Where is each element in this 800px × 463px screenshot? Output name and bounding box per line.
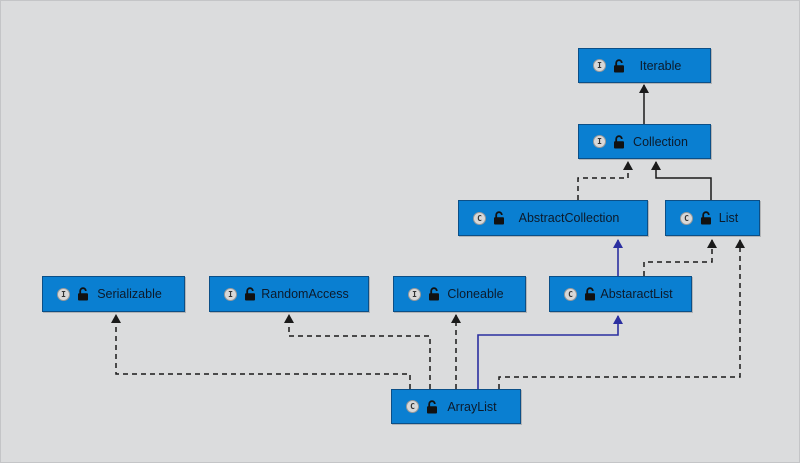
class-badge-icon: C xyxy=(406,400,419,413)
node-abstract-collection[interactable]: C AbstractCollection xyxy=(458,200,648,236)
lock-icon xyxy=(577,287,596,301)
node-label: Iterable xyxy=(639,58,682,73)
edge-array-list-to-serializable xyxy=(115,315,411,389)
node-collection[interactable]: I Collection xyxy=(578,124,711,159)
lock-icon xyxy=(693,211,712,225)
lock-icon xyxy=(70,287,89,301)
class-badge-icon: C xyxy=(473,211,486,225)
node-label: Cloneable xyxy=(447,287,504,301)
node-array-list[interactable]: C ArrayList xyxy=(391,389,521,424)
lock-icon xyxy=(419,399,438,414)
arrowhead-abstract-collection-to-collection xyxy=(623,161,633,170)
node-label: AbstractCollection xyxy=(518,211,620,225)
node-cloneable[interactable]: I Cloneable xyxy=(393,276,526,312)
node-label: List xyxy=(718,211,739,225)
arrowhead-array-list-to-abstract-list xyxy=(613,315,623,324)
interface-badge-icon: I xyxy=(408,287,421,301)
lock-icon xyxy=(486,211,505,225)
node-serializable[interactable]: I Serializable xyxy=(42,276,185,312)
edge-abstract-list-to-list xyxy=(643,240,713,276)
arrowhead-array-list-to-cloneable xyxy=(451,314,461,323)
node-list[interactable]: C List xyxy=(665,200,760,236)
lock-icon xyxy=(606,134,625,149)
lock-icon xyxy=(421,287,440,301)
interface-badge-icon: I xyxy=(224,287,237,301)
arrowhead-array-list-to-random-access xyxy=(284,314,294,323)
arrowhead-abstract-list-to-abstract-collection xyxy=(613,239,623,248)
arrowhead-list-to-collection xyxy=(651,161,661,170)
node-label: Collection xyxy=(633,134,688,149)
edge-list-to-collection xyxy=(655,162,712,200)
node-label: ArrayList xyxy=(447,399,497,414)
class-badge-icon: C xyxy=(680,211,693,225)
lock-icon xyxy=(606,58,625,73)
node-abstract-list[interactable]: C AbstaractList xyxy=(549,276,692,312)
node-iterable[interactable]: I Iterable xyxy=(578,48,711,83)
interface-badge-icon: I xyxy=(593,59,606,72)
class-badge-icon: C xyxy=(564,287,577,301)
node-label: Serializable xyxy=(97,287,162,301)
edge-array-list-to-abstract-list xyxy=(477,316,619,389)
interface-badge-icon: I xyxy=(593,135,606,148)
edge-array-list-to-random-access xyxy=(288,315,431,389)
node-label: AbstaractList xyxy=(600,287,673,301)
arrowhead-collection-to-iterable xyxy=(639,84,649,93)
lock-icon xyxy=(237,287,256,301)
arrowhead-array-list-to-list xyxy=(735,239,745,248)
node-label: RandomAccess xyxy=(261,287,349,301)
arrowhead-abstract-list-to-list xyxy=(707,239,717,248)
edge-abstract-collection-to-collection xyxy=(577,162,629,200)
node-random-access[interactable]: I RandomAccess xyxy=(209,276,369,312)
interface-badge-icon: I xyxy=(57,287,70,301)
arrowhead-array-list-to-serializable xyxy=(111,314,121,323)
